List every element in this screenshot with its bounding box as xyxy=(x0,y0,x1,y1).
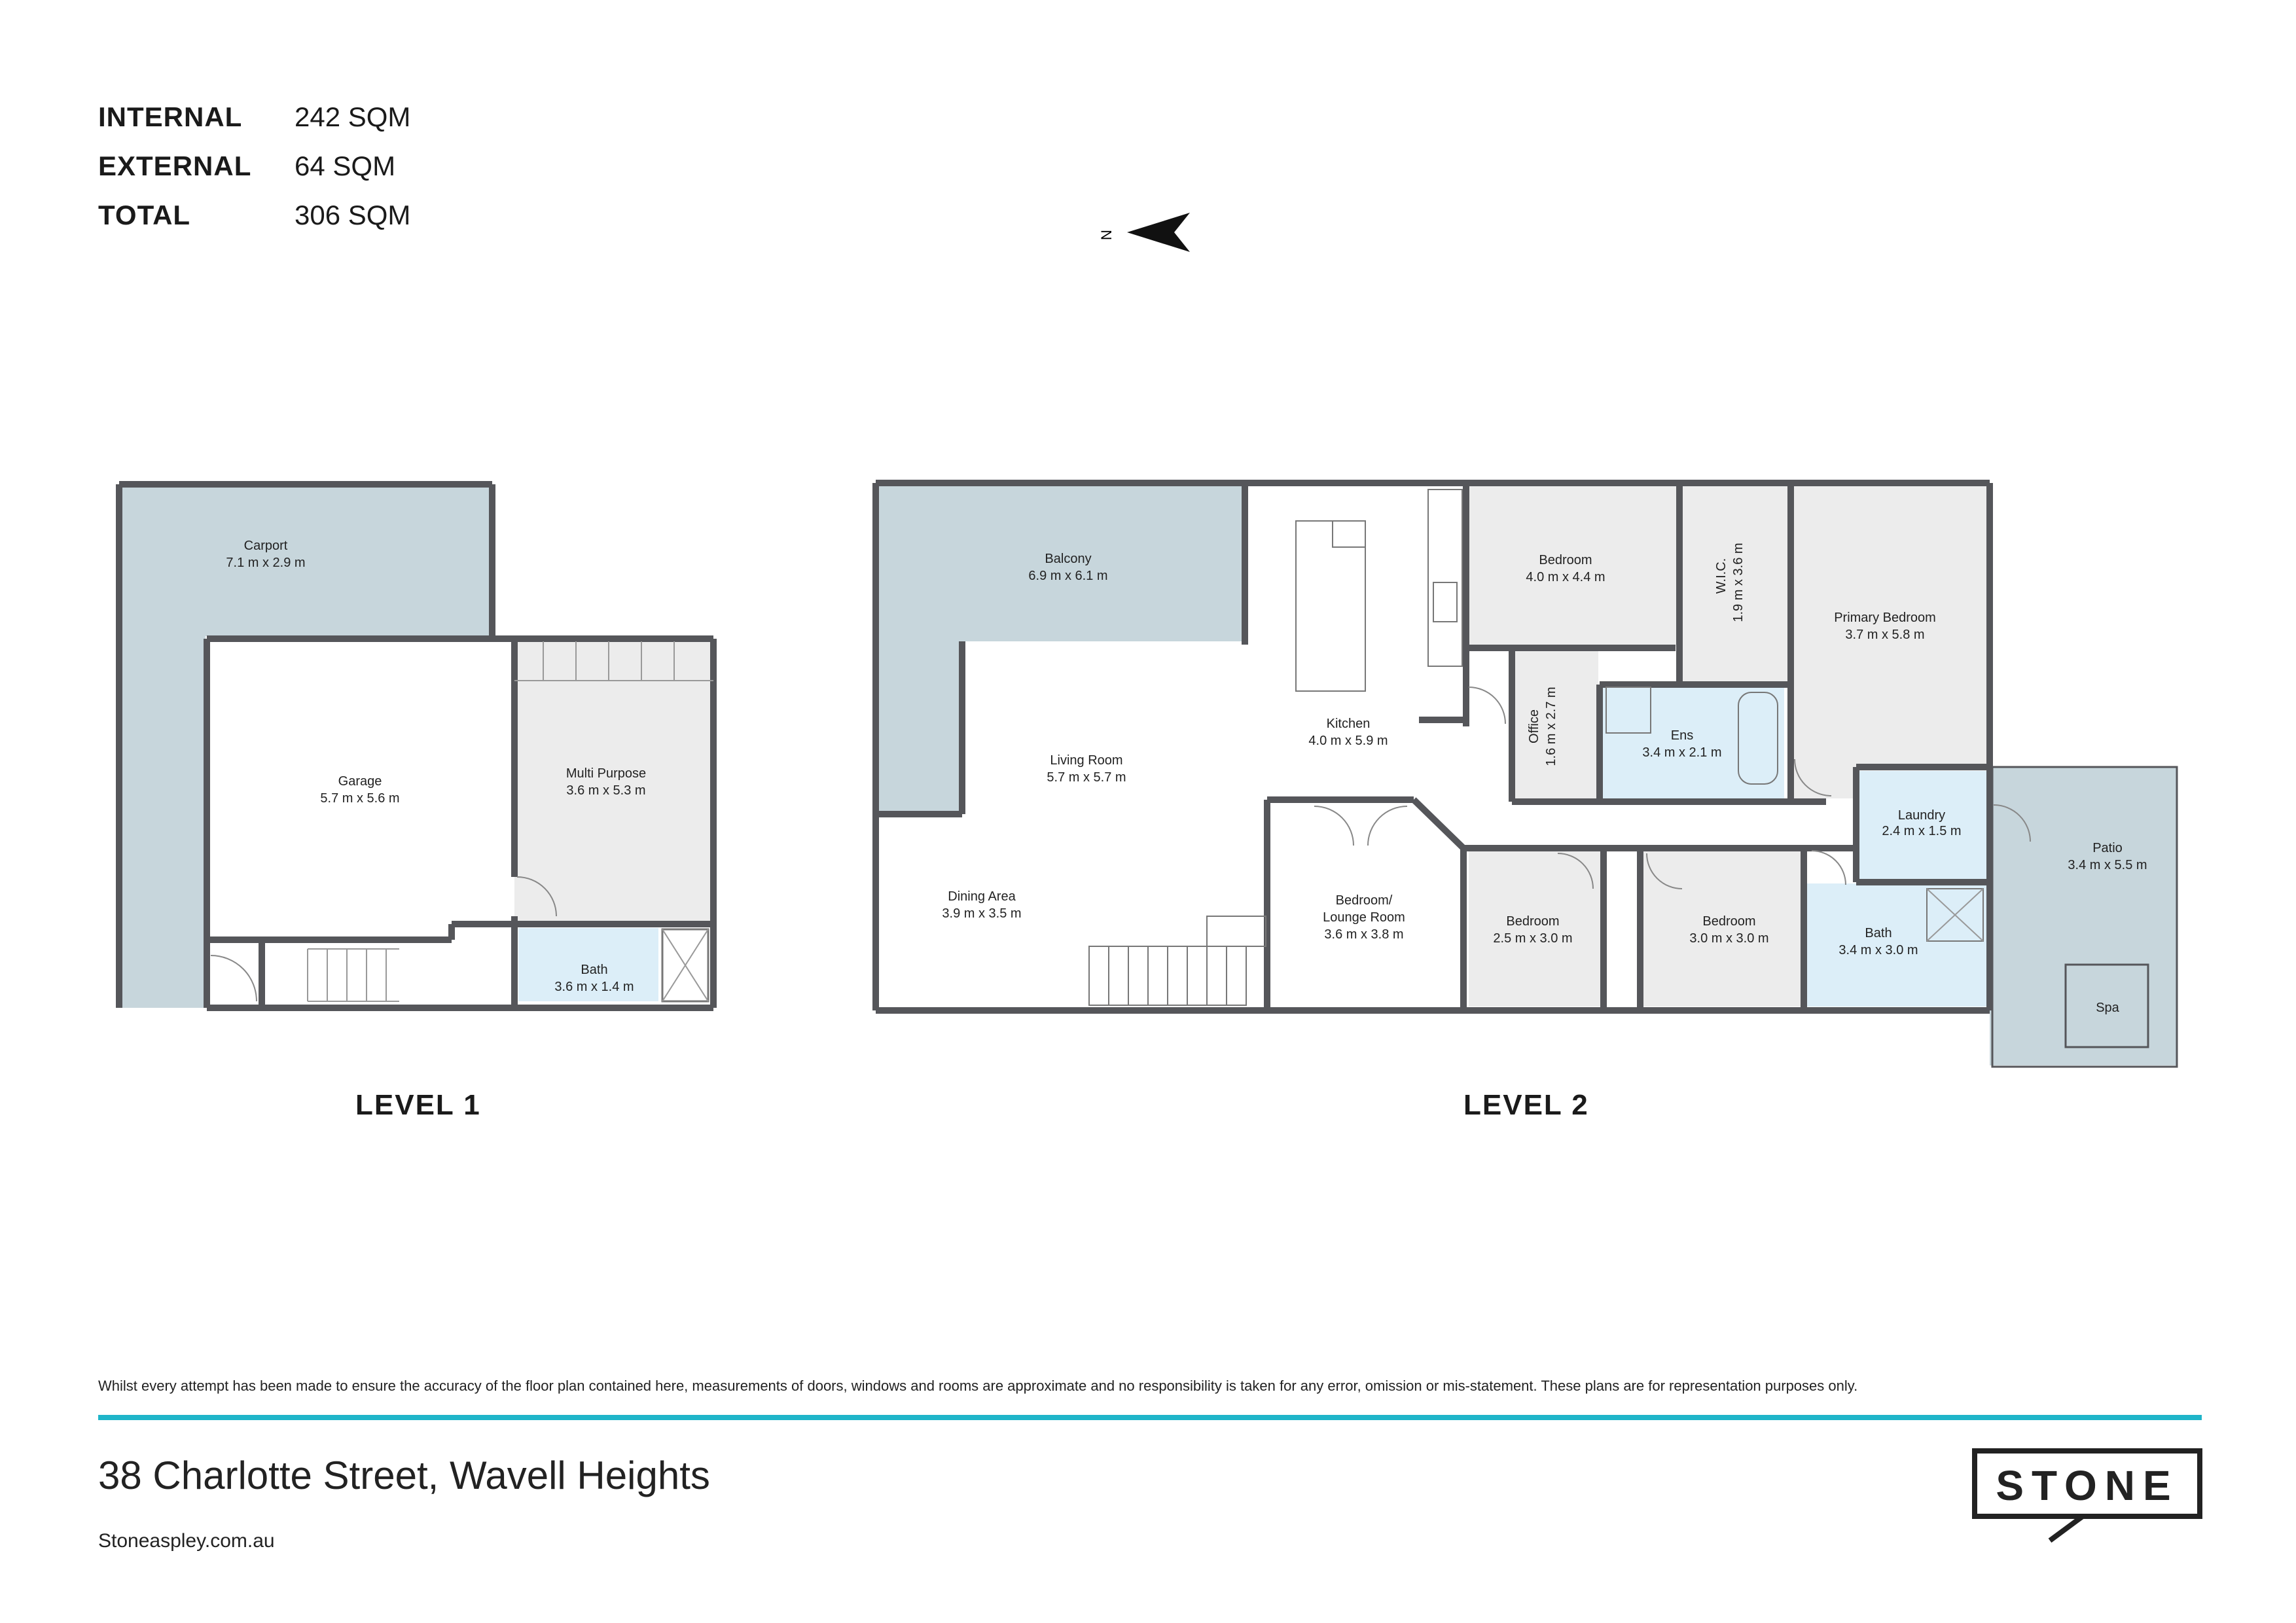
primary-bedroom-dims: 3.7 m x 5.8 m xyxy=(1845,628,1924,642)
patio-label: Patio xyxy=(2092,841,2123,855)
north-arrow-icon xyxy=(1127,213,1190,252)
kitchen-label: Kitchen xyxy=(1327,717,1371,731)
primary-bedroom-label: Primary Bedroom xyxy=(1834,611,1936,625)
patio-dims: 3.4 m x 5.5 m xyxy=(2068,858,2147,872)
spa-label: Spa xyxy=(2096,1001,2119,1015)
area-internal-value: 242 SQM xyxy=(295,101,411,132)
compass-north-arrow-icon: N xyxy=(1100,213,1190,252)
bedroom-mid-dims: 2.5 m x 3.0 m xyxy=(1493,931,1572,946)
bath-l2-dims: 3.4 m x 3.0 m xyxy=(1839,943,1918,957)
bedroom-top-dims: 4.0 m x 4.4 m xyxy=(1526,570,1605,584)
laundry-dims: 2.4 m x 1.5 m xyxy=(1882,824,1961,838)
laundry-area xyxy=(1859,771,1987,882)
kitchen-bench xyxy=(1427,489,1463,667)
kitchen-dims: 4.0 m x 5.9 m xyxy=(1308,734,1388,748)
spa-tub xyxy=(2064,963,2149,1048)
area-external-value: 64 SQM xyxy=(295,151,396,181)
multi-purpose-label: Multi Purpose xyxy=(566,766,646,781)
bath-l1-dims: 3.6 m x 1.4 m xyxy=(554,980,634,994)
ens-area xyxy=(1602,686,1784,800)
balcony-area xyxy=(878,486,1245,812)
side-path-area xyxy=(119,636,206,1008)
ens-dims: 3.4 m x 2.1 m xyxy=(1642,745,1721,760)
compass-label: N xyxy=(1100,230,1115,240)
bath-l1-label: Bath xyxy=(581,963,607,977)
disclaimer: Whilst every attempt has been made to en… xyxy=(98,1378,1858,1394)
bath-l1-area xyxy=(518,928,658,1001)
bath-l2-area xyxy=(1806,883,1987,1007)
bedroom-right-label: Bedroom xyxy=(1702,914,1755,929)
carport-area xyxy=(119,484,492,636)
wic-dims: 1.9 m x 3.6 m xyxy=(1731,543,1746,622)
dining-label: Dining Area xyxy=(948,889,1016,904)
laundry-label: Laundry xyxy=(1898,808,1945,823)
ens-label: Ens xyxy=(1671,728,1693,743)
ens-bathtub xyxy=(1738,692,1778,785)
living-dims: 5.7 m x 5.7 m xyxy=(1047,770,1126,785)
office-dims: 1.6 m x 2.7 m xyxy=(1544,687,1558,766)
dining-dims: 3.9 m x 3.5 m xyxy=(942,906,1021,921)
office-area xyxy=(1515,651,1598,799)
carport-dims: 7.1 m x 2.9 m xyxy=(226,556,305,570)
ens-shower xyxy=(1605,687,1651,734)
bedroom-lounge-label-2: Lounge Room xyxy=(1323,910,1405,925)
level-2-plan: Balcony 6.9 m x 6.1 m Living Room 5.7 m … xyxy=(872,480,2178,1068)
carport-label: Carport xyxy=(244,539,288,553)
bath-l2-label: Bath xyxy=(1865,926,1892,940)
area-total-label: TOTAL xyxy=(98,200,191,230)
level-2-title: LEVEL 2 xyxy=(1463,1089,1589,1121)
area-total-value: 306 SQM xyxy=(295,200,411,230)
balcony-label: Balcony xyxy=(1045,552,1091,566)
multi-purpose-area xyxy=(514,641,713,924)
bedroom-right-area xyxy=(1643,851,1806,1007)
kitchen-island xyxy=(1295,520,1366,692)
footer-divider xyxy=(98,1415,2202,1420)
multi-purpose-dims: 3.6 m x 5.3 m xyxy=(566,783,645,798)
level-1-title: LEVEL 1 xyxy=(355,1089,481,1121)
level-1-plan: Carport 7.1 m x 2.9 m Garage 5.7 m x 5.6… xyxy=(116,481,717,1011)
bedroom-mid-label: Bedroom xyxy=(1506,914,1559,929)
property-address: 38 Charlotte Street, Wavell Heights xyxy=(98,1454,710,1497)
bedroom-right-dims: 3.0 m x 3.0 m xyxy=(1689,931,1768,946)
shower-l1 xyxy=(661,928,709,1003)
office-label: Office xyxy=(1527,709,1541,743)
bedroom-lounge-label: Bedroom/ xyxy=(1336,893,1393,908)
bedroom-lounge-dims: 3.6 m x 3.8 m xyxy=(1324,927,1403,942)
wic-area xyxy=(1679,486,1791,682)
garage-dims: 5.7 m x 5.6 m xyxy=(320,791,399,806)
garage-area xyxy=(209,641,514,942)
bedroom-top-label: Bedroom xyxy=(1539,553,1592,567)
bedroom-mid-area xyxy=(1469,851,1606,1007)
primary-bedroom-area xyxy=(1791,486,1987,798)
wic-label: W.I.C. xyxy=(1714,558,1729,594)
floor-plan: Carport 7.1 m x 2.9 m Garage 5.7 m x 5.6… xyxy=(116,480,2178,1068)
living-label: Living Room xyxy=(1050,753,1122,768)
bath-l2-shower xyxy=(1926,888,1984,942)
stone-logo: STONE xyxy=(1972,1448,2202,1543)
garage-label: Garage xyxy=(338,774,382,789)
logo-text: STONE xyxy=(1996,1462,2178,1509)
area-internal-label: INTERNAL xyxy=(98,101,243,132)
website-link[interactable]: Stoneaspley.com.au xyxy=(98,1530,275,1552)
balcony-dims: 6.9 m x 6.1 m xyxy=(1028,569,1107,583)
area-external-label: EXTERNAL xyxy=(98,151,252,181)
bedroom-top-area xyxy=(1469,486,1679,647)
